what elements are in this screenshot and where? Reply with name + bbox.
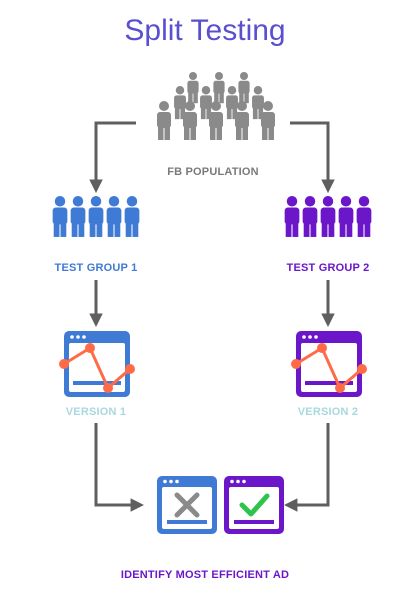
result-label: IDENTIFY MOST EFFICIENT AD <box>120 569 290 581</box>
test-group-2-label: TEST GROUP 2 <box>286 262 370 274</box>
version-2-label: VERSION 2 <box>297 406 359 418</box>
people-group-icon <box>284 196 372 237</box>
browser-x-icon <box>157 476 217 534</box>
diagram-title: Split Testing <box>124 14 286 47</box>
test-group-1-label: TEST GROUP 1 <box>54 262 138 274</box>
arrow-version1-to-result <box>94 423 145 512</box>
people-group-icon <box>52 196 140 237</box>
people-crowd-icon <box>157 72 275 140</box>
arrow-population-to-group2 <box>290 121 335 194</box>
arrow-population-to-group1 <box>89 121 136 194</box>
arrow-version2-to-result <box>283 423 330 512</box>
browser-check-icon <box>224 476 284 534</box>
browser-chart-icon <box>59 331 135 397</box>
browser-chart-icon <box>291 331 367 397</box>
population-label: FB POPULATION <box>167 166 259 178</box>
version-1-label: VERSION 1 <box>65 406 127 418</box>
